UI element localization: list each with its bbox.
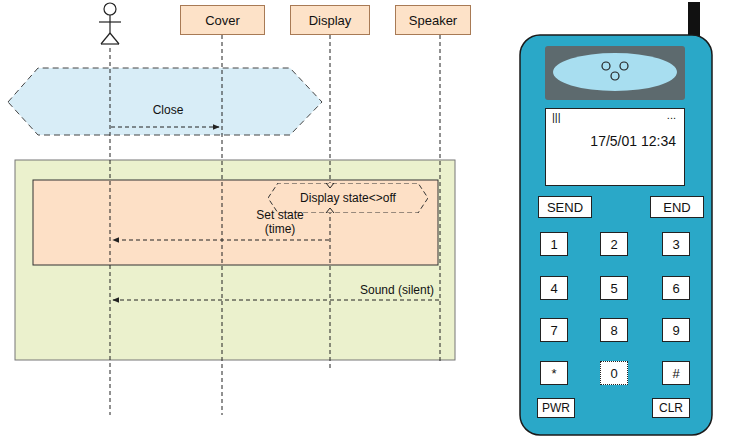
speaker-hole xyxy=(602,62,610,70)
actor-leg xyxy=(101,33,110,44)
box-label: Cover xyxy=(205,13,240,28)
lifeline-head: Display xyxy=(290,5,370,35)
screen-text: 17/5/01 12:34 xyxy=(590,133,676,149)
keypad-button: 4 xyxy=(540,276,568,300)
box-label: END xyxy=(663,200,690,215)
actor-head xyxy=(104,3,116,15)
keypad-button: 5 xyxy=(600,276,628,300)
box-label: 8 xyxy=(610,323,617,338)
messages xyxy=(111,127,439,300)
box-label: Display xyxy=(309,13,352,28)
lifeline-head: Cover xyxy=(180,5,265,35)
screen-text: ||| xyxy=(552,111,561,123)
phone-earpiece xyxy=(545,46,685,100)
keypad-button: PWR xyxy=(537,398,575,418)
box-label: 3 xyxy=(672,237,679,252)
speaker-grille xyxy=(553,53,677,91)
box-label: # xyxy=(672,366,679,381)
phone-screen: |||... 17/5/01 12:34 xyxy=(545,108,685,186)
phone-body xyxy=(520,35,712,435)
keypad-button: 7 xyxy=(540,318,568,342)
message-label: Sound (silent) xyxy=(360,283,434,297)
keypad-button: CLR xyxy=(652,398,690,418)
actor-body xyxy=(109,15,110,33)
state-text: Display state<>off xyxy=(300,191,396,205)
actor-arms xyxy=(99,21,121,22)
box-label: 5 xyxy=(610,281,617,296)
speaker-holes xyxy=(602,62,628,80)
alt-fragment xyxy=(33,180,438,265)
lifelines xyxy=(110,35,440,415)
keypad-button: # xyxy=(662,361,690,385)
message-arrow xyxy=(113,300,439,301)
box-label: 2 xyxy=(610,237,617,252)
keypad-button: 1 xyxy=(540,232,568,256)
loop-fragment xyxy=(15,160,455,360)
box-label: * xyxy=(551,366,556,381)
optional-fragment xyxy=(8,68,322,135)
box-label: 0 xyxy=(610,366,617,381)
actor-figure xyxy=(99,3,121,44)
box-label: SEND xyxy=(547,200,583,215)
keypad-button: * xyxy=(540,361,568,385)
keypad-button: 6 xyxy=(662,276,690,300)
message-label: Close xyxy=(153,103,184,117)
actor-base xyxy=(101,43,119,44)
keypad-button: 0 xyxy=(600,361,628,385)
box-label: 6 xyxy=(672,281,679,296)
box-label: Speaker xyxy=(409,13,457,28)
lifeline xyxy=(440,35,441,362)
keypad-button: 9 xyxy=(662,318,690,342)
screen-text: ... xyxy=(667,109,676,121)
keypad-button: END xyxy=(650,196,704,218)
message-label: Set state (time) xyxy=(248,208,312,236)
actor-leg xyxy=(110,33,119,44)
box-label: PWR xyxy=(542,401,570,415)
box-label: CLR xyxy=(659,401,683,415)
lifeline xyxy=(110,48,111,415)
box-label: 1 xyxy=(550,237,557,252)
speaker-hole xyxy=(611,72,619,80)
box-label: 9 xyxy=(672,323,679,338)
keypad-button: SEND xyxy=(538,196,592,218)
keypad-button: 3 xyxy=(662,232,690,256)
speaker-hole xyxy=(620,62,628,70)
keypad-button: 8 xyxy=(600,318,628,342)
lifeline xyxy=(222,35,223,415)
box-label: 4 xyxy=(550,281,557,296)
box-label: 7 xyxy=(550,323,557,338)
keypad-button: 2 xyxy=(600,232,628,256)
message-arrow xyxy=(111,127,219,128)
message-arrow xyxy=(113,240,329,241)
lifeline-head: Speaker xyxy=(395,5,471,35)
